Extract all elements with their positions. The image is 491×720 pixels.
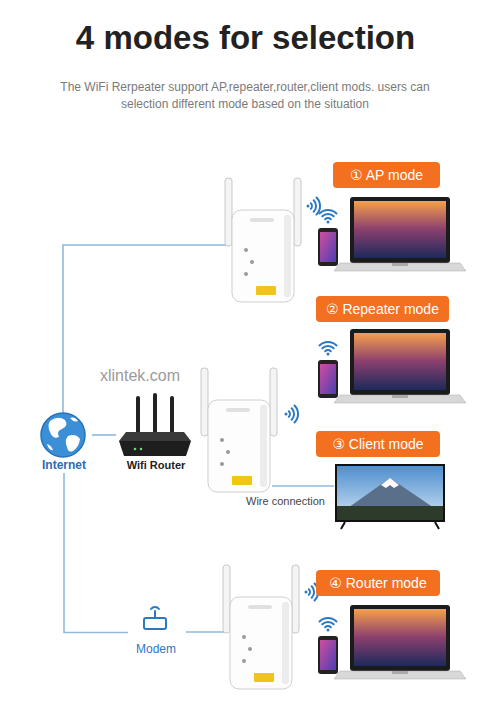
internet-node: Internet: [36, 410, 92, 473]
cable-connector: [92, 434, 116, 436]
wifi-symbol: [285, 406, 299, 423]
laptop: [334, 197, 466, 271]
watermark: xlintek.com: [100, 366, 180, 386]
subtitle: The WiFi Rerpeater support AP,repeater,r…: [60, 79, 430, 113]
mode-label: ④ Router mode: [326, 574, 430, 592]
icon-label: Internet: [36, 458, 92, 473]
modem-node: Modem: [128, 608, 184, 657]
icon-label: Wifi Router: [116, 458, 196, 472]
globe-icon: [41, 413, 85, 457]
mode-badge: ③ Client mode: [316, 431, 440, 457]
wifi-symbol: [320, 618, 337, 632]
mode-badge: ② Repeater mode: [316, 296, 449, 322]
router-node: Wifi Router: [116, 390, 196, 472]
wifi-symbol: [307, 198, 321, 215]
phone: [318, 228, 338, 266]
mode-badge: ④ Router mode: [316, 570, 440, 596]
icon-label: Modem: [128, 642, 184, 657]
laptop: [334, 329, 466, 403]
cable-line: [186, 631, 229, 633]
router-icon: [119, 393, 191, 456]
mode-badge: ① AP mode: [333, 162, 440, 188]
repeater-device: [201, 368, 277, 492]
mode-label: ③ Client mode: [326, 435, 430, 453]
phone: [318, 360, 338, 398]
phone: [318, 636, 338, 674]
mode-label: ② Repeater mode: [326, 300, 439, 318]
repeater-device: [223, 565, 299, 689]
modem-icon: [144, 607, 166, 629]
tv: [335, 464, 445, 529]
repeater-device: [225, 178, 301, 302]
wifi-symbol: [320, 342, 337, 356]
wifi-symbol: [320, 210, 337, 224]
wire-label: Wire connection: [246, 494, 325, 508]
mode-label: ① AP mode: [343, 166, 430, 184]
cable-connector: [64, 473, 128, 633]
title: 4 modes for selection: [0, 18, 491, 58]
cable-line: [272, 485, 334, 487]
laptop: [334, 605, 466, 679]
